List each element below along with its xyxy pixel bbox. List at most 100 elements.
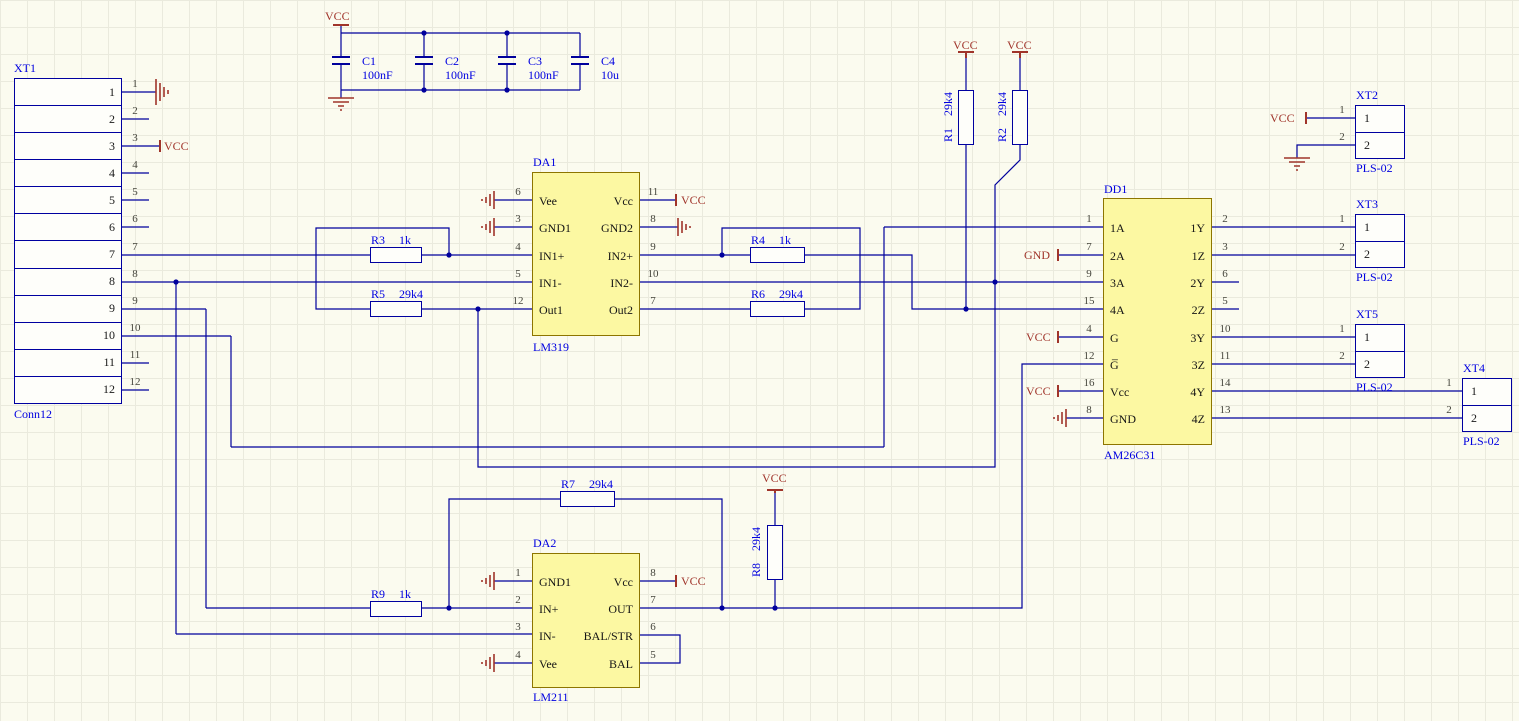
designator-c3[interactable]: C3 — [528, 54, 543, 68]
gnd-symbol-da2-vee[interactable] — [481, 654, 495, 672]
pin-number: 10 — [129, 322, 141, 334]
connector-xt4[interactable]: 1 2 — [1462, 378, 1512, 432]
xt2-row: 1 — [1356, 106, 1404, 133]
designator-da1[interactable]: DA1 — [533, 155, 557, 169]
value-xt5[interactable]: PLS-02 — [1356, 380, 1393, 394]
gnd-symbol-xt2[interactable] — [1284, 157, 1310, 171]
ic-dd1[interactable]: 1A 2A 3A 4A G G̅ Vcc GND 1Y 1Z 2Y 2Z 3Y … — [1103, 198, 1212, 445]
vcc-port-r2[interactable]: VCC — [1007, 38, 1032, 52]
ic-da2[interactable]: GND1 IN+ IN- Vee Vcc OUT BAL/STR BAL — [532, 553, 640, 688]
gnd-symbol-xt1-pin1[interactable] — [155, 79, 169, 105]
xt1-row: 5 — [15, 187, 121, 215]
resistor-r8[interactable] — [767, 525, 783, 580]
pin-number: 2 — [1222, 213, 1228, 225]
pin-number: 1 — [1339, 213, 1345, 225]
designator-c1[interactable]: C1 — [362, 54, 377, 68]
resistor-r9[interactable] — [370, 601, 422, 617]
value-c1[interactable]: 100nF — [362, 68, 393, 82]
xt1-row: 2 — [15, 106, 121, 134]
designator-c2[interactable]: C2 — [445, 54, 460, 68]
junction-dots — [173, 30, 998, 611]
designator-da2[interactable]: DA2 — [533, 536, 557, 550]
value-xt3[interactable]: PLS-02 — [1356, 270, 1393, 284]
designator-xt4[interactable]: XT4 — [1463, 361, 1485, 375]
gnd-port-dd1-2a[interactable]: GND — [1024, 248, 1050, 262]
pin-name: 1A — [1110, 221, 1125, 235]
xt1-row: 6 — [15, 214, 121, 242]
xt1-row: 4 — [15, 160, 121, 188]
label-r1[interactable]: R129k4 — [941, 92, 955, 143]
value-xt2[interactable]: PLS-02 — [1356, 161, 1393, 175]
vcc-port-r8[interactable]: VCC — [762, 471, 787, 485]
pin-number: 7 — [650, 594, 656, 606]
vcc-port-capbank[interactable]: VCC — [325, 9, 350, 23]
label-r2[interactable]: R229k4 — [995, 92, 1009, 143]
pin-name: 2Z — [1191, 303, 1205, 317]
resistor-r1[interactable] — [958, 90, 974, 145]
connector-xt1[interactable]: 1 2 3 4 5 6 7 8 9 10 11 12 — [14, 78, 122, 404]
resistor-r2[interactable] — [1012, 90, 1028, 145]
pin-name: BAL — [609, 657, 633, 671]
gnd-symbol-dd1-gnd[interactable] — [1053, 409, 1067, 427]
resistor-r6[interactable] — [750, 301, 805, 317]
capacitor-c1-plates[interactable] — [332, 56, 350, 65]
label-r8[interactable]: R829k4 — [749, 527, 763, 578]
value-c3[interactable]: 100nF — [528, 68, 559, 82]
designator-xt2[interactable]: XT2 — [1356, 88, 1378, 102]
gnd-symbol-da1-vee[interactable] — [481, 191, 495, 209]
pin-number: 2 — [515, 594, 521, 606]
power-port-bars[interactable] — [159, 24, 1307, 587]
vcc-port-dd1-g[interactable]: VCC — [1026, 330, 1051, 344]
capacitor-c2-plates[interactable] — [415, 56, 433, 65]
value-da1[interactable]: LM319 — [533, 340, 569, 354]
capacitor-c4-plates[interactable] — [571, 56, 589, 65]
pin-number: 9 — [650, 241, 656, 253]
capacitor-c3-plates[interactable] — [498, 56, 516, 65]
value-xt1[interactable]: Conn12 — [14, 407, 53, 421]
vcc-port-da1[interactable]: VCC — [681, 193, 706, 207]
connector-xt2[interactable]: 1 2 — [1355, 105, 1405, 159]
designator-xt1[interactable]: XT1 — [14, 61, 36, 75]
vcc-port-xt1-pin3[interactable]: VCC — [164, 139, 189, 153]
xt3-row: 2 — [1364, 246, 1370, 261]
ic-da1[interactable]: Vee GND1 IN1+ IN1- Out1 Vcc GND2 IN2+ IN… — [532, 172, 640, 336]
vcc-port-da2[interactable]: VCC — [681, 574, 706, 588]
value-c2[interactable]: 100nF — [445, 68, 476, 82]
designator-xt5[interactable]: XT5 — [1356, 307, 1378, 321]
value-c4[interactable]: 10u — [601, 68, 619, 82]
pin-number: 14 — [1219, 377, 1231, 389]
gnd-symbol-da1-gnd1[interactable] — [481, 218, 495, 236]
pin-name: GND1 — [539, 575, 571, 589]
resistor-r5[interactable] — [370, 301, 422, 317]
wires[interactable] — [122, 25, 1462, 664]
gnd-symbol-da2-gnd1[interactable] — [481, 572, 495, 590]
designator-c4[interactable]: C4 — [601, 54, 616, 68]
gnd-symbol-capbank[interactable] — [328, 97, 354, 111]
value-da2[interactable]: LM211 — [533, 690, 569, 704]
designator-dd1[interactable]: DD1 — [1104, 182, 1128, 196]
xt4-row: 1 — [1463, 379, 1511, 406]
vcc-port-r1[interactable]: VCC — [953, 38, 978, 52]
connector-xt5[interactable]: 1 2 — [1355, 324, 1405, 378]
pin-name: IN- — [539, 629, 556, 643]
resistor-r3[interactable] — [370, 247, 422, 263]
pin-name: Vcc — [613, 575, 633, 589]
pin-number: 5 — [515, 268, 521, 280]
resistor-r4[interactable] — [750, 247, 805, 263]
vcc-port-dd1-vcc[interactable]: VCC — [1026, 384, 1051, 398]
resistor-r7[interactable] — [560, 491, 615, 507]
value-dd1[interactable]: AM26C31 — [1104, 448, 1156, 462]
designator-xt3[interactable]: XT3 — [1356, 197, 1378, 211]
value-xt4[interactable]: PLS-02 — [1463, 434, 1500, 448]
pin-number: 3 — [515, 621, 521, 633]
vcc-port-xt2[interactable]: VCC — [1270, 111, 1295, 125]
gnd-symbol-da1-gnd2[interactable] — [677, 218, 691, 236]
connector-xt3[interactable]: 1 2 — [1355, 214, 1405, 268]
